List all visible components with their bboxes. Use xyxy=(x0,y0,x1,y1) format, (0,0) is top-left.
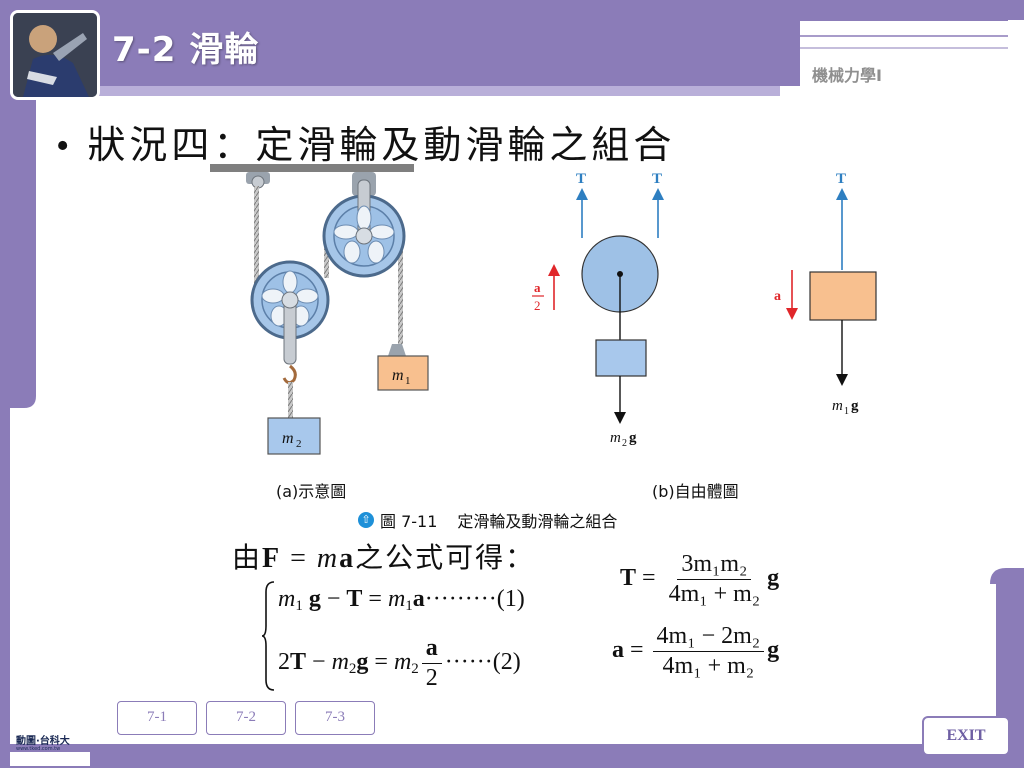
block-m2: m 2 xyxy=(267,417,321,455)
block-m2-label: m xyxy=(282,430,294,447)
svg-text:1: 1 xyxy=(405,375,411,387)
tension-label-right: T xyxy=(652,171,662,187)
chapter-photo xyxy=(10,10,100,100)
movable-pulley xyxy=(250,260,330,418)
caption-b: (b)自由體圖 xyxy=(652,482,739,501)
fixed-pulley xyxy=(322,172,406,278)
tension-label-left: T xyxy=(576,171,586,187)
page-number: 7-19 xyxy=(866,728,894,743)
tension-label-m1: T xyxy=(836,171,846,187)
nav-button-7-3[interactable]: 7-3 xyxy=(295,701,375,735)
weight-m2-label: m xyxy=(610,430,621,446)
figure-number: 圖 7-11 xyxy=(380,512,438,531)
figure-title: 定滑輪及動滑輪之組合 xyxy=(457,512,618,531)
ceiling xyxy=(210,164,414,172)
accel-half-num: a xyxy=(534,280,541,295)
caption-a: (a)示意圖 xyxy=(276,482,347,501)
nav-button-7-1[interactable]: 7-1 xyxy=(117,701,197,735)
heading-text: 狀況四：定滑輪及動滑輪之組合 xyxy=(87,125,676,167)
section-heading: • 狀況四：定滑輪及動滑輪之組合 xyxy=(56,114,675,169)
course-name: 機械力學I xyxy=(812,66,882,85)
fbd-block-m1: T m 1 g a xyxy=(774,171,877,417)
publisher-url: www.tked.com.tw xyxy=(16,746,61,752)
header-frame xyxy=(0,0,1024,96)
publisher-logo: 動圖·台科大 xyxy=(16,736,70,747)
equation-intro: 由F = ma之公式可得： xyxy=(232,543,536,574)
svg-text:2: 2 xyxy=(622,438,627,449)
left-frame xyxy=(0,0,40,768)
accel-label: a xyxy=(774,289,781,304)
weight-m1-label: m xyxy=(832,398,843,414)
equation-1: m1 g − T = m1a·········(1) xyxy=(278,586,525,614)
nav-button-7-2[interactable]: 7-2 xyxy=(206,701,286,735)
equation-brace xyxy=(262,581,275,691)
block-m1-label: m xyxy=(392,367,404,384)
figure-marker-icon: ⇧ xyxy=(358,512,374,528)
svg-text:2: 2 xyxy=(296,438,302,450)
fbd-movable-pulley: T T m 2 g a 2 xyxy=(532,171,664,449)
block-m1: m 1 xyxy=(377,344,429,391)
accel-half-den: 2 xyxy=(534,298,541,313)
bottom-frame xyxy=(0,732,1024,768)
svg-text:1: 1 xyxy=(844,406,849,417)
pulley-figure: m 1 m 2 T T m 2 g a xyxy=(200,160,920,520)
page-title: 7-2 滑輪 xyxy=(112,30,260,70)
svg-text:g: g xyxy=(851,398,859,414)
svg-text:g: g xyxy=(629,430,637,446)
bullet-point: • xyxy=(56,125,74,167)
figure-caption: ⇧ 圖 7-11 定滑輪及動滑輪之組合 xyxy=(358,508,617,532)
exit-button[interactable]: EXIT xyxy=(922,716,1010,756)
